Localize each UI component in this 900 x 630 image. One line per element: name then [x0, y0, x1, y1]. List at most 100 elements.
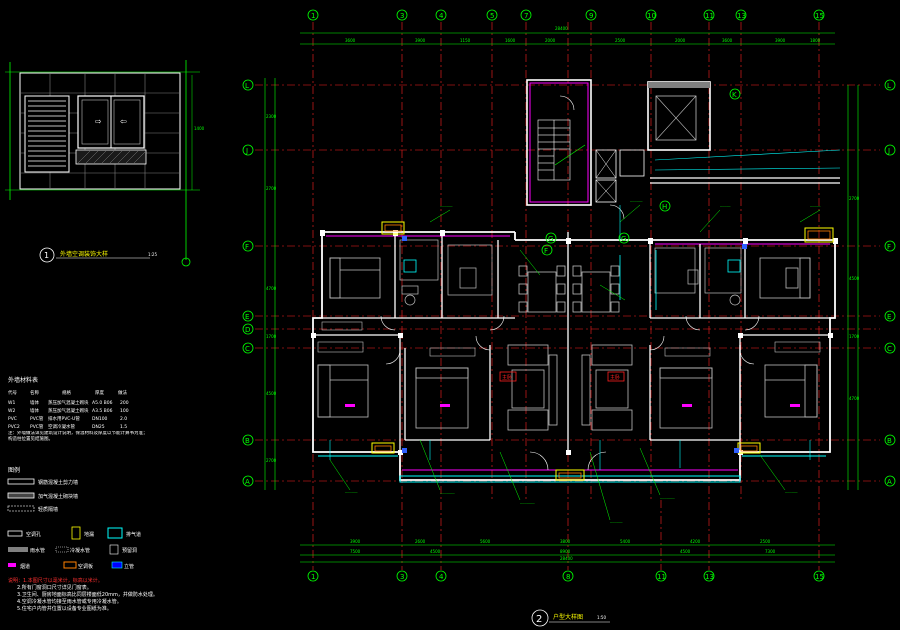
axis-label-top: 1 — [311, 12, 315, 20]
main-plan-scale: 1:50 — [597, 615, 606, 620]
legend-title: 图例 — [8, 466, 20, 474]
main-plan: 28400 3600 3900 1150 1600 2000 2500 2000… — [255, 22, 880, 570]
axis-label-bottom: 15 — [815, 573, 824, 581]
axis-label-bottom: 3 — [400, 573, 404, 581]
axis-label-top: 13 — [737, 12, 746, 20]
legend-item: 空调孔 — [26, 531, 41, 538]
svg-text:┈┈┈┈┈┈┈: ┈┈┈┈┈┈┈ — [660, 497, 675, 501]
axis-label-left: D — [245, 326, 250, 334]
svg-text:⇦: ⇦ — [120, 117, 127, 126]
dim-text: 4700 — [266, 286, 277, 291]
legend-item: 排气道 — [126, 531, 141, 538]
dim-text: 4500 — [849, 276, 860, 281]
note-line: 4.空调冷凝水管均接至雨水管或专用冷凝水管。 — [17, 598, 122, 605]
legend-item: 立管 — [124, 563, 134, 570]
svg-text:┈┈┈┈┈┈┈: ┈┈┈┈┈┈┈ — [440, 492, 455, 496]
dim-text: 2700 — [849, 196, 860, 201]
table-cell: A3.5 B06 — [92, 408, 113, 414]
main-plan-number: 2 — [536, 614, 542, 625]
legend-item: 冷凝水管 — [70, 547, 90, 554]
svg-text:1400: 1400 — [194, 126, 205, 131]
svg-text:┈┈┈┈┈: ┈┈┈┈┈ — [810, 205, 821, 209]
axis-label-inner: F — [544, 247, 548, 255]
axis-label-top: 7 — [524, 12, 528, 20]
axis-label-bottom: 1 — [311, 573, 315, 581]
legend-item: 烟道 — [20, 563, 30, 570]
dim-text: 3600 — [722, 38, 733, 43]
dim-text: 3600 — [345, 38, 356, 43]
dim-text: 5600 — [480, 539, 491, 544]
svg-text:┈┈┈┈┈┈: ┈┈┈┈┈┈ — [610, 521, 623, 525]
axis-label-top: 9 — [589, 12, 593, 20]
legend-item: 地漏 — [84, 531, 94, 538]
dim-text: 4700 — [849, 396, 860, 401]
axis-label-right: F — [887, 243, 891, 251]
axis-label-top: 5 — [490, 12, 494, 20]
table-cell: 墙体 — [30, 407, 39, 414]
axis-label-bottom: 4 — [439, 573, 444, 581]
dim-text: 4500 — [430, 549, 441, 554]
table-cell: DN100 — [92, 416, 108, 422]
notes: 说明：1.本图尺寸以毫米计，标高以米计。 2.所有门窗洞口尺寸详见门窗表。 3.… — [8, 577, 158, 612]
room-tag: 主卧 — [502, 374, 512, 381]
axis-label-left: J — [245, 147, 248, 155]
axis-label-top: 10 — [647, 12, 656, 20]
dim-text: 4500 — [266, 391, 277, 396]
table-cell: 100 — [120, 408, 129, 414]
legend-item: 加气混凝土砌块墙 — [38, 493, 78, 500]
axis-label-inner: G — [548, 235, 553, 243]
svg-text:┈┈┈┈┈┈: ┈┈┈┈┈┈ — [440, 205, 453, 209]
table-header-0: 代号 — [8, 389, 17, 396]
table-cell: 排水用PVC-U管 — [48, 415, 80, 422]
table-cell: 2.0 — [120, 416, 127, 422]
axis-label-left: L — [245, 82, 249, 90]
legend-item: 预留洞 — [122, 547, 137, 554]
dim-text: 3800 — [560, 539, 571, 544]
table-cell: 蒸压加气混凝土砌块 — [48, 407, 89, 414]
note-line: 5.住宅户内管井位置以设备专业图纸为准。 — [17, 605, 112, 612]
dim-text: 1600 — [505, 38, 516, 43]
legend: 图例 钢筋混凝土剪力墙 加气混凝土砌块墙 轻质隔墙 空调孔 地漏 排气道 雨水管… — [7, 466, 141, 570]
legend-item: 空调板 — [78, 563, 93, 570]
dim-text: 3900 — [350, 539, 361, 544]
axis-label-right: B — [887, 437, 892, 445]
note-line: 2.所有门窗洞口尺寸详见门窗表。 — [17, 584, 92, 591]
axis-label-left: B — [245, 437, 250, 445]
dim-text: 2700 — [266, 458, 277, 463]
table-cell: PVC2 — [8, 424, 20, 430]
axis-label-right: E — [887, 313, 891, 321]
table-note: 注：外墙做法详见建筑设计说明，保温材料及厚度以节能计算书为准；构造柱位置见结施图… — [8, 431, 148, 442]
dim-text: 2500 — [760, 539, 771, 544]
detail-title: 外墙空调装饰大样 — [60, 250, 108, 258]
table-cell: PVC管 — [30, 423, 44, 430]
note-line: 3.卫生间、厨房地面标高比同层楼面低20mm，并做防水处理。 — [17, 591, 158, 598]
dim-text: 2000 — [545, 38, 556, 43]
legend-item: 钢筋混凝土剪力墙 — [38, 479, 78, 486]
dim-text: 4500 — [680, 549, 691, 554]
dim-overall-bottom: 28400 — [560, 556, 573, 561]
axis-label-bottom: 8 — [566, 573, 570, 581]
main-plan-title: 户型大样图 — [553, 613, 583, 621]
axis-label-right: L — [887, 82, 891, 90]
axis-label-bottom: 11 — [657, 573, 666, 581]
table-cell: 墙体 — [30, 399, 39, 406]
table-header-3: 厚度 — [95, 389, 104, 396]
notes-title: 说明：1.本图尺寸以毫米计，标高以米计。 — [8, 577, 103, 584]
axis-label-inner: K — [732, 91, 737, 99]
dim-text: 7300 — [765, 549, 776, 554]
axis-label-right: J — [887, 147, 890, 155]
detail-number: 1 — [44, 251, 49, 260]
table-header-4: 做法 — [118, 389, 127, 396]
svg-text:┈┈┈┈┈┈┈: ┈┈┈┈┈┈┈ — [520, 502, 535, 506]
dim-text: 4200 — [690, 539, 701, 544]
axis-label-left: E — [245, 313, 249, 321]
axis-label-bottom: 13 — [705, 573, 714, 581]
axis-label-inner: G — [621, 235, 626, 243]
axis-label-right: A — [887, 478, 892, 486]
svg-text:┈┈┈┈┈: ┈┈┈┈┈ — [720, 205, 731, 209]
main-title: 2 户型大样图 1:50 — [531, 609, 610, 627]
table-title: 外墙材料表 — [8, 376, 38, 384]
table-cell: W2 — [8, 408, 15, 414]
table-header-1: 名称 — [30, 389, 39, 396]
